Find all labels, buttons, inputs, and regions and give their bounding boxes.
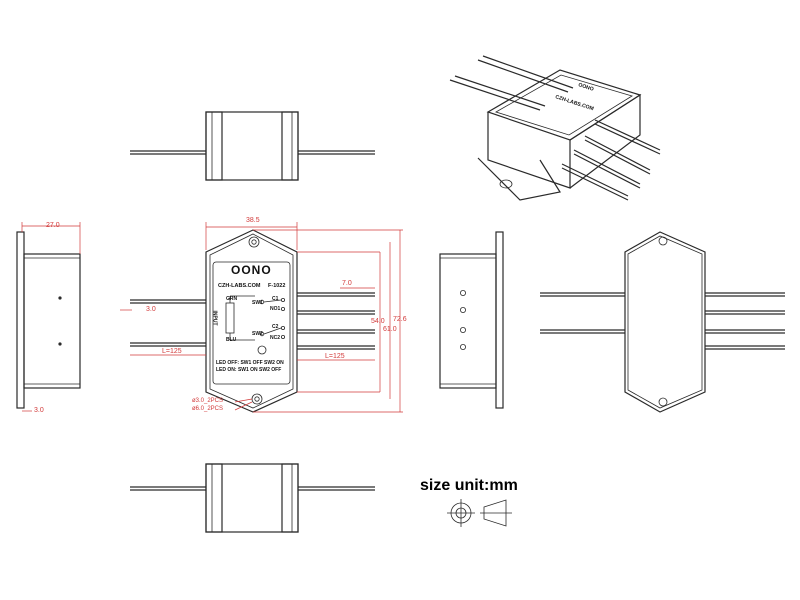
label-blu: BLU — [226, 337, 237, 343]
front-brand: OONO — [231, 263, 272, 277]
front-website: CZH-LABS.COM — [218, 283, 261, 289]
isometric-view: OONO CZH-LABS.COM — [449, 55, 661, 201]
projection-symbol — [447, 499, 512, 527]
label-c1: C1 — [272, 296, 279, 302]
label-c2: C2 — [272, 324, 279, 330]
dim-width-top: 38.5 — [246, 217, 260, 224]
dim-height-72: 72.6 — [393, 316, 407, 323]
front-view — [120, 222, 403, 413]
label-no1: NO1 — [270, 306, 281, 312]
svg-text:CZH-LABS.COM: CZH-LABS.COM — [554, 94, 594, 112]
label-sw2: SW2 — [252, 331, 263, 337]
dim-lead-right: 7.0 — [342, 280, 352, 287]
dim-side-bottom: 3.0 — [34, 407, 44, 414]
dim-hole-large: ø6.0_2PCS — [192, 406, 224, 412]
dim-lead-left-len: L=125 — [162, 348, 182, 355]
dim-height-61: 61.0 — [383, 326, 397, 333]
right-side-view — [439, 231, 504, 409]
dim-inner-height: 54.0 — [371, 318, 385, 325]
dim-lead-right-len: L=125 — [325, 353, 345, 360]
dim-hole-small: ø3.0_2PCS — [192, 398, 224, 404]
svg-text:OONO: OONO — [577, 82, 594, 93]
front-model: F-1022 — [268, 283, 286, 289]
unit-label: size unit:mm — [420, 477, 518, 494]
back-view — [540, 231, 785, 413]
dim-lead-left-strip: 3.0 — [146, 306, 156, 313]
left-side-view — [16, 222, 81, 412]
label-led-on: LED ON: SW1 ON SW2 OFF — [216, 367, 282, 373]
label-led-off: LED OFF: SW1 OFF SW2 ON — [216, 360, 284, 366]
bottom-view — [130, 463, 375, 533]
label-sw1: SW1 — [252, 300, 263, 306]
dim-side-width: 27.0 — [46, 222, 60, 229]
top-view — [130, 111, 375, 181]
label-no2: NC2 — [270, 335, 281, 341]
label-input: INPUT — [211, 310, 218, 326]
label-grn: GRN — [226, 296, 238, 302]
